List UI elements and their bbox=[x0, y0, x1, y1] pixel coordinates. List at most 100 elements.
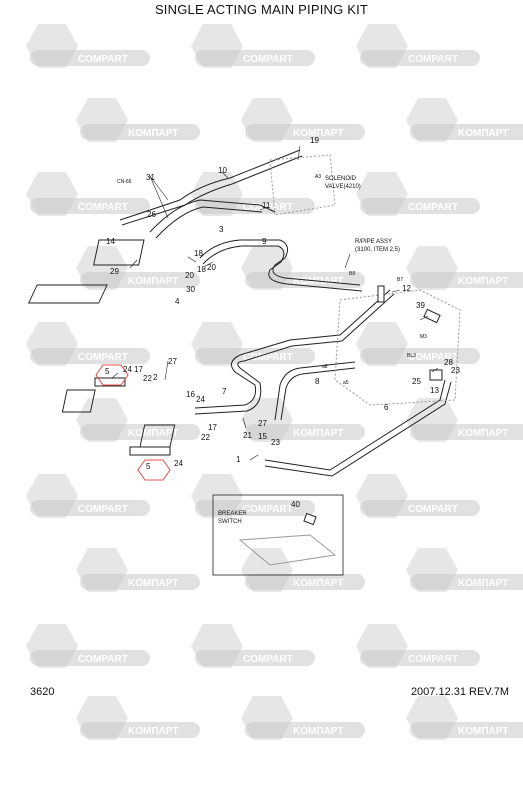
hose-8 bbox=[274, 361, 356, 421]
watermark-text: KOMПAPT bbox=[458, 128, 509, 139]
hose-11-b bbox=[155, 206, 263, 239]
part-label-5: 5 bbox=[105, 367, 110, 376]
part-label-30: 30 bbox=[186, 285, 195, 294]
watermark-logo: COMPART bbox=[356, 24, 480, 68]
part-labels-layer: 1234556789101112131415161717181819202021… bbox=[105, 136, 460, 509]
part-label-19: 19 bbox=[310, 136, 319, 145]
watermark-logo: KOMПAPT bbox=[406, 548, 523, 592]
highlight-5-lower bbox=[137, 459, 171, 481]
hose-10 bbox=[119, 149, 301, 221]
watermark-text: COMPART bbox=[78, 352, 128, 363]
watermark-text: COMPART bbox=[243, 504, 293, 515]
part-label-24: 24 bbox=[174, 459, 183, 468]
part-label-20: 20 bbox=[185, 271, 194, 280]
watermark-logo: KOMПAPT bbox=[406, 246, 523, 290]
port-label: a5 bbox=[343, 380, 349, 386]
watermark-text: COMPART bbox=[408, 202, 458, 213]
part-label-24: 24 bbox=[123, 365, 132, 374]
watermark-text: KOMПAPT bbox=[293, 726, 344, 737]
watermark-text: COMPART bbox=[243, 54, 293, 65]
watermark-logo: COMPART bbox=[26, 624, 150, 668]
part-label-12: 12 bbox=[402, 284, 411, 293]
fitting-5-upper bbox=[94, 377, 126, 387]
solenoid-valve bbox=[269, 154, 336, 216]
part-label-27: 27 bbox=[168, 357, 177, 366]
watermark-text: KOMПAPT bbox=[128, 726, 179, 737]
hose-11 bbox=[149, 199, 276, 233]
watermark-logo: COMPART bbox=[26, 322, 150, 366]
watermark-text: COMPART bbox=[243, 202, 293, 213]
solenoid-note-line: VALVE(4210) bbox=[325, 184, 361, 190]
part-label-21: 21 bbox=[243, 431, 252, 440]
port-label: B7 bbox=[397, 277, 403, 283]
page-title: SINGLE ACTING MAIN PIPING KIT bbox=[154, 2, 369, 17]
watermark-logo: KOMПAPT bbox=[76, 548, 200, 592]
watermark-logo: KOMПAPT bbox=[76, 246, 200, 290]
part-label-17: 17 bbox=[208, 423, 217, 432]
hose-8-b bbox=[280, 367, 356, 421]
hose-7-b bbox=[194, 293, 395, 415]
part-label-40: 40 bbox=[291, 500, 300, 509]
part-label-13: 13 bbox=[430, 386, 439, 395]
solenoid-note-line: SOLENOID bbox=[325, 176, 357, 182]
part-label-39: 39 bbox=[416, 301, 425, 310]
watermark-logo: COMPART bbox=[356, 624, 480, 668]
fitting-13 bbox=[429, 369, 443, 381]
watermark-text: COMPART bbox=[243, 654, 293, 665]
switch-40 bbox=[303, 512, 317, 526]
breaker-note-line: BREAKER bbox=[218, 511, 247, 517]
watermark-logo: COMPART bbox=[26, 172, 150, 216]
block-2 bbox=[61, 389, 96, 413]
watermark-logo: KOMПAPT bbox=[76, 98, 200, 142]
watermark-text: KOMПAPT bbox=[128, 428, 179, 439]
part-label-9: 9 bbox=[262, 237, 267, 246]
part-label-6: 6 bbox=[384, 403, 389, 412]
part-label-27: 27 bbox=[258, 419, 267, 428]
watermark-logo: KOMПAPT bbox=[406, 98, 523, 142]
watermark-text: KOMПAPT bbox=[293, 428, 344, 439]
watermark-text: COMPART bbox=[78, 54, 128, 65]
pipe-assy-note-line: R/PIPE ASSY bbox=[355, 239, 392, 245]
breaker-switch-body bbox=[238, 534, 337, 566]
part-label-31: 31 bbox=[146, 173, 155, 182]
part-label-24: 24 bbox=[196, 395, 205, 404]
part-label-5: 5 bbox=[146, 462, 151, 471]
watermark-text: KOMПAPT bbox=[293, 578, 344, 589]
part-label-17: 17 bbox=[134, 365, 143, 374]
watermark-logo: KOMПAPT bbox=[241, 696, 365, 740]
watermark-text: KOMПAPT bbox=[458, 428, 509, 439]
part-label-22: 22 bbox=[143, 374, 152, 383]
control-valve bbox=[334, 289, 461, 406]
hose-6-b bbox=[264, 381, 452, 477]
watermark-text: KOMПAPT bbox=[128, 276, 179, 287]
part-label-7: 7 bbox=[222, 387, 227, 396]
watermark-logo: COMPART bbox=[356, 474, 480, 518]
part-label-10: 10 bbox=[218, 166, 227, 175]
part-label-1: 1 bbox=[236, 455, 241, 464]
part-label-18: 18 bbox=[194, 249, 203, 258]
block-3 bbox=[93, 239, 145, 266]
part-label-23: 23 bbox=[271, 438, 280, 447]
part-label-8: 8 bbox=[315, 377, 320, 386]
watermark-logo: COMPART bbox=[191, 624, 315, 668]
hose-6 bbox=[264, 379, 446, 471]
watermark-text: KOMПAPT bbox=[458, 578, 509, 589]
part-label-4: 4 bbox=[175, 297, 180, 306]
watermark-text: COMPART bbox=[78, 202, 128, 213]
part-label-18: 18 bbox=[197, 265, 206, 274]
part-label-11: 11 bbox=[262, 201, 271, 210]
watermark-text: KOMПAPT bbox=[293, 128, 344, 139]
fitting-5-lower bbox=[129, 446, 171, 456]
port-label: a8 bbox=[322, 364, 328, 370]
watermark-text: COMPART bbox=[408, 504, 458, 515]
breaker-note-line: SWITCH bbox=[218, 519, 242, 525]
hose-7 bbox=[194, 289, 391, 409]
watermark-text: KOMПAPT bbox=[128, 128, 179, 139]
watermark-logo: COMPART bbox=[26, 474, 150, 518]
watermark-logo: KOMПAPT bbox=[76, 398, 200, 442]
highlight-5-upper bbox=[95, 364, 129, 386]
watermark-text: COMPART bbox=[408, 352, 458, 363]
piping-lines bbox=[27, 145, 461, 576]
part-label-29: 29 bbox=[110, 267, 119, 276]
